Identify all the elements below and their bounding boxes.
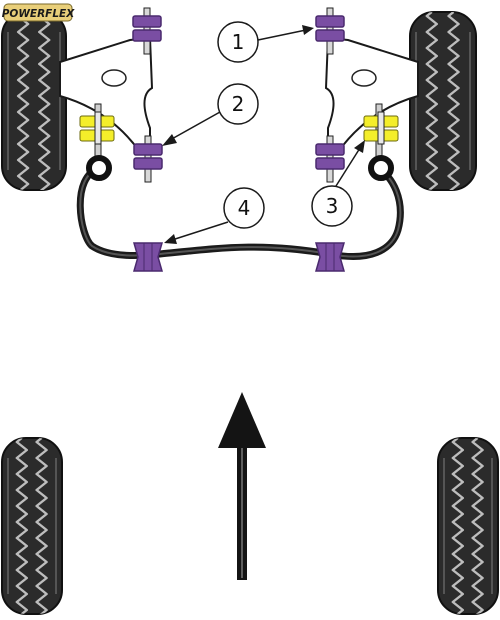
tread-line: [16, 12, 30, 190]
powerflex-logo: POWERFLEX: [2, 3, 75, 22]
logo-text: POWERFLEX: [2, 8, 75, 20]
tread-line: [451, 438, 464, 614]
up-arrow-icon: [218, 392, 266, 580]
right-drop-link-bush: [363, 111, 399, 145]
tread-line: [425, 12, 438, 190]
tread-line: [447, 12, 460, 190]
left-rear-wishbone-bush: [133, 135, 163, 183]
wishbone-hole: [351, 69, 377, 87]
left-drop-link-bush: [79, 111, 115, 145]
callout-3-label: 3: [326, 194, 339, 218]
right-drop-link-eye: [368, 155, 394, 181]
right-front-wishbone-bush: [315, 7, 345, 55]
left-anti-roll-bar-bush: [133, 242, 163, 272]
callout-2-label: 2: [232, 92, 245, 116]
front-left-tyre: [1, 11, 67, 191]
left-front-wishbone-bush: [132, 7, 162, 55]
left-drop-link-eye: [86, 155, 112, 181]
front-right-tyre: [409, 11, 477, 191]
rear-left-tyre: [1, 437, 63, 615]
callout-4: 4: [164, 187, 265, 244]
tread-line: [15, 438, 28, 614]
right-rear-wishbone-bush: [315, 135, 345, 183]
callout-4-label: 4: [238, 196, 251, 220]
callout-3: 3: [311, 140, 365, 227]
callout-1: 1: [217, 21, 314, 63]
wishbone-hole: [101, 69, 127, 87]
callout-2: 2: [162, 83, 259, 146]
tread-line: [38, 12, 51, 190]
right-anti-roll-bar-bush: [315, 242, 345, 272]
tread-line: [35, 438, 48, 614]
tread-line: [471, 438, 484, 614]
anti-roll-bar-highlight: [79, 167, 402, 258]
rear-right-tyre: [437, 437, 499, 615]
callout-1-label: 1: [232, 30, 245, 54]
